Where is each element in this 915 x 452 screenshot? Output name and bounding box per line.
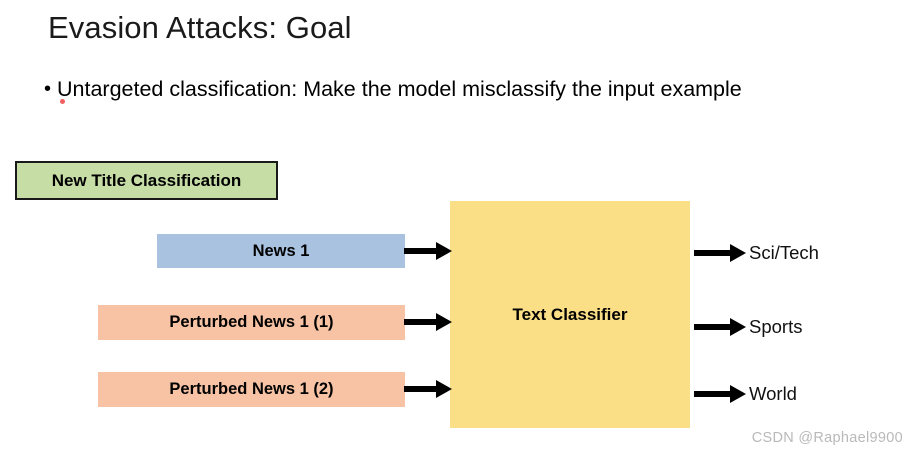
- arrow-right-icon-output-3: [694, 383, 746, 405]
- output-label-world: World: [749, 383, 797, 404]
- arrow-right-icon-input-1: [404, 240, 452, 262]
- output-label-sports: Sports: [749, 316, 803, 337]
- arrow-right-icon-input-2: [404, 311, 452, 333]
- legend-label: New Title Classification: [51, 170, 242, 190]
- bullet-marker-icon: •: [44, 78, 52, 100]
- input-box-perturbed-news-1-1: Perturbed News 1 (1): [98, 305, 405, 340]
- spellcheck-dot-icon: [60, 99, 66, 104]
- arrow-right-icon-output-1: [694, 242, 746, 264]
- legend-new-title-classification: New Title Classification: [15, 161, 278, 200]
- arrow-right-icon-output-2: [694, 316, 746, 338]
- text-classifier-box: Text Classifier: [450, 201, 690, 428]
- bullet-text-wrapper: Untargeted classification: Make the mode…: [57, 74, 906, 136]
- input-box-news-1: News 1: [157, 234, 405, 268]
- text-classifier-label: Text Classifier: [512, 304, 628, 324]
- input-box-perturbed-news-1-2: Perturbed News 1 (2): [98, 372, 405, 407]
- bullet-paragraph: • Untargeted classification: Make the mo…: [44, 74, 906, 136]
- input-label-news-1: News 1: [252, 241, 310, 260]
- input-label-perturbed-news-1-1: Perturbed News 1 (1): [169, 313, 334, 331]
- page-title: Evasion Attacks: Goal: [48, 10, 352, 45]
- output-label-sci-tech: Sci/Tech: [749, 242, 819, 263]
- watermark: CSDN @Raphael9900: [751, 430, 903, 446]
- bullet-row: • Untargeted classification: Make the mo…: [44, 74, 906, 136]
- bullet-text: Untargeted classification: Make the mode…: [57, 77, 742, 101]
- input-label-perturbed-news-1-2: Perturbed News 1 (2): [169, 380, 334, 398]
- arrow-right-icon-input-3: [404, 378, 452, 400]
